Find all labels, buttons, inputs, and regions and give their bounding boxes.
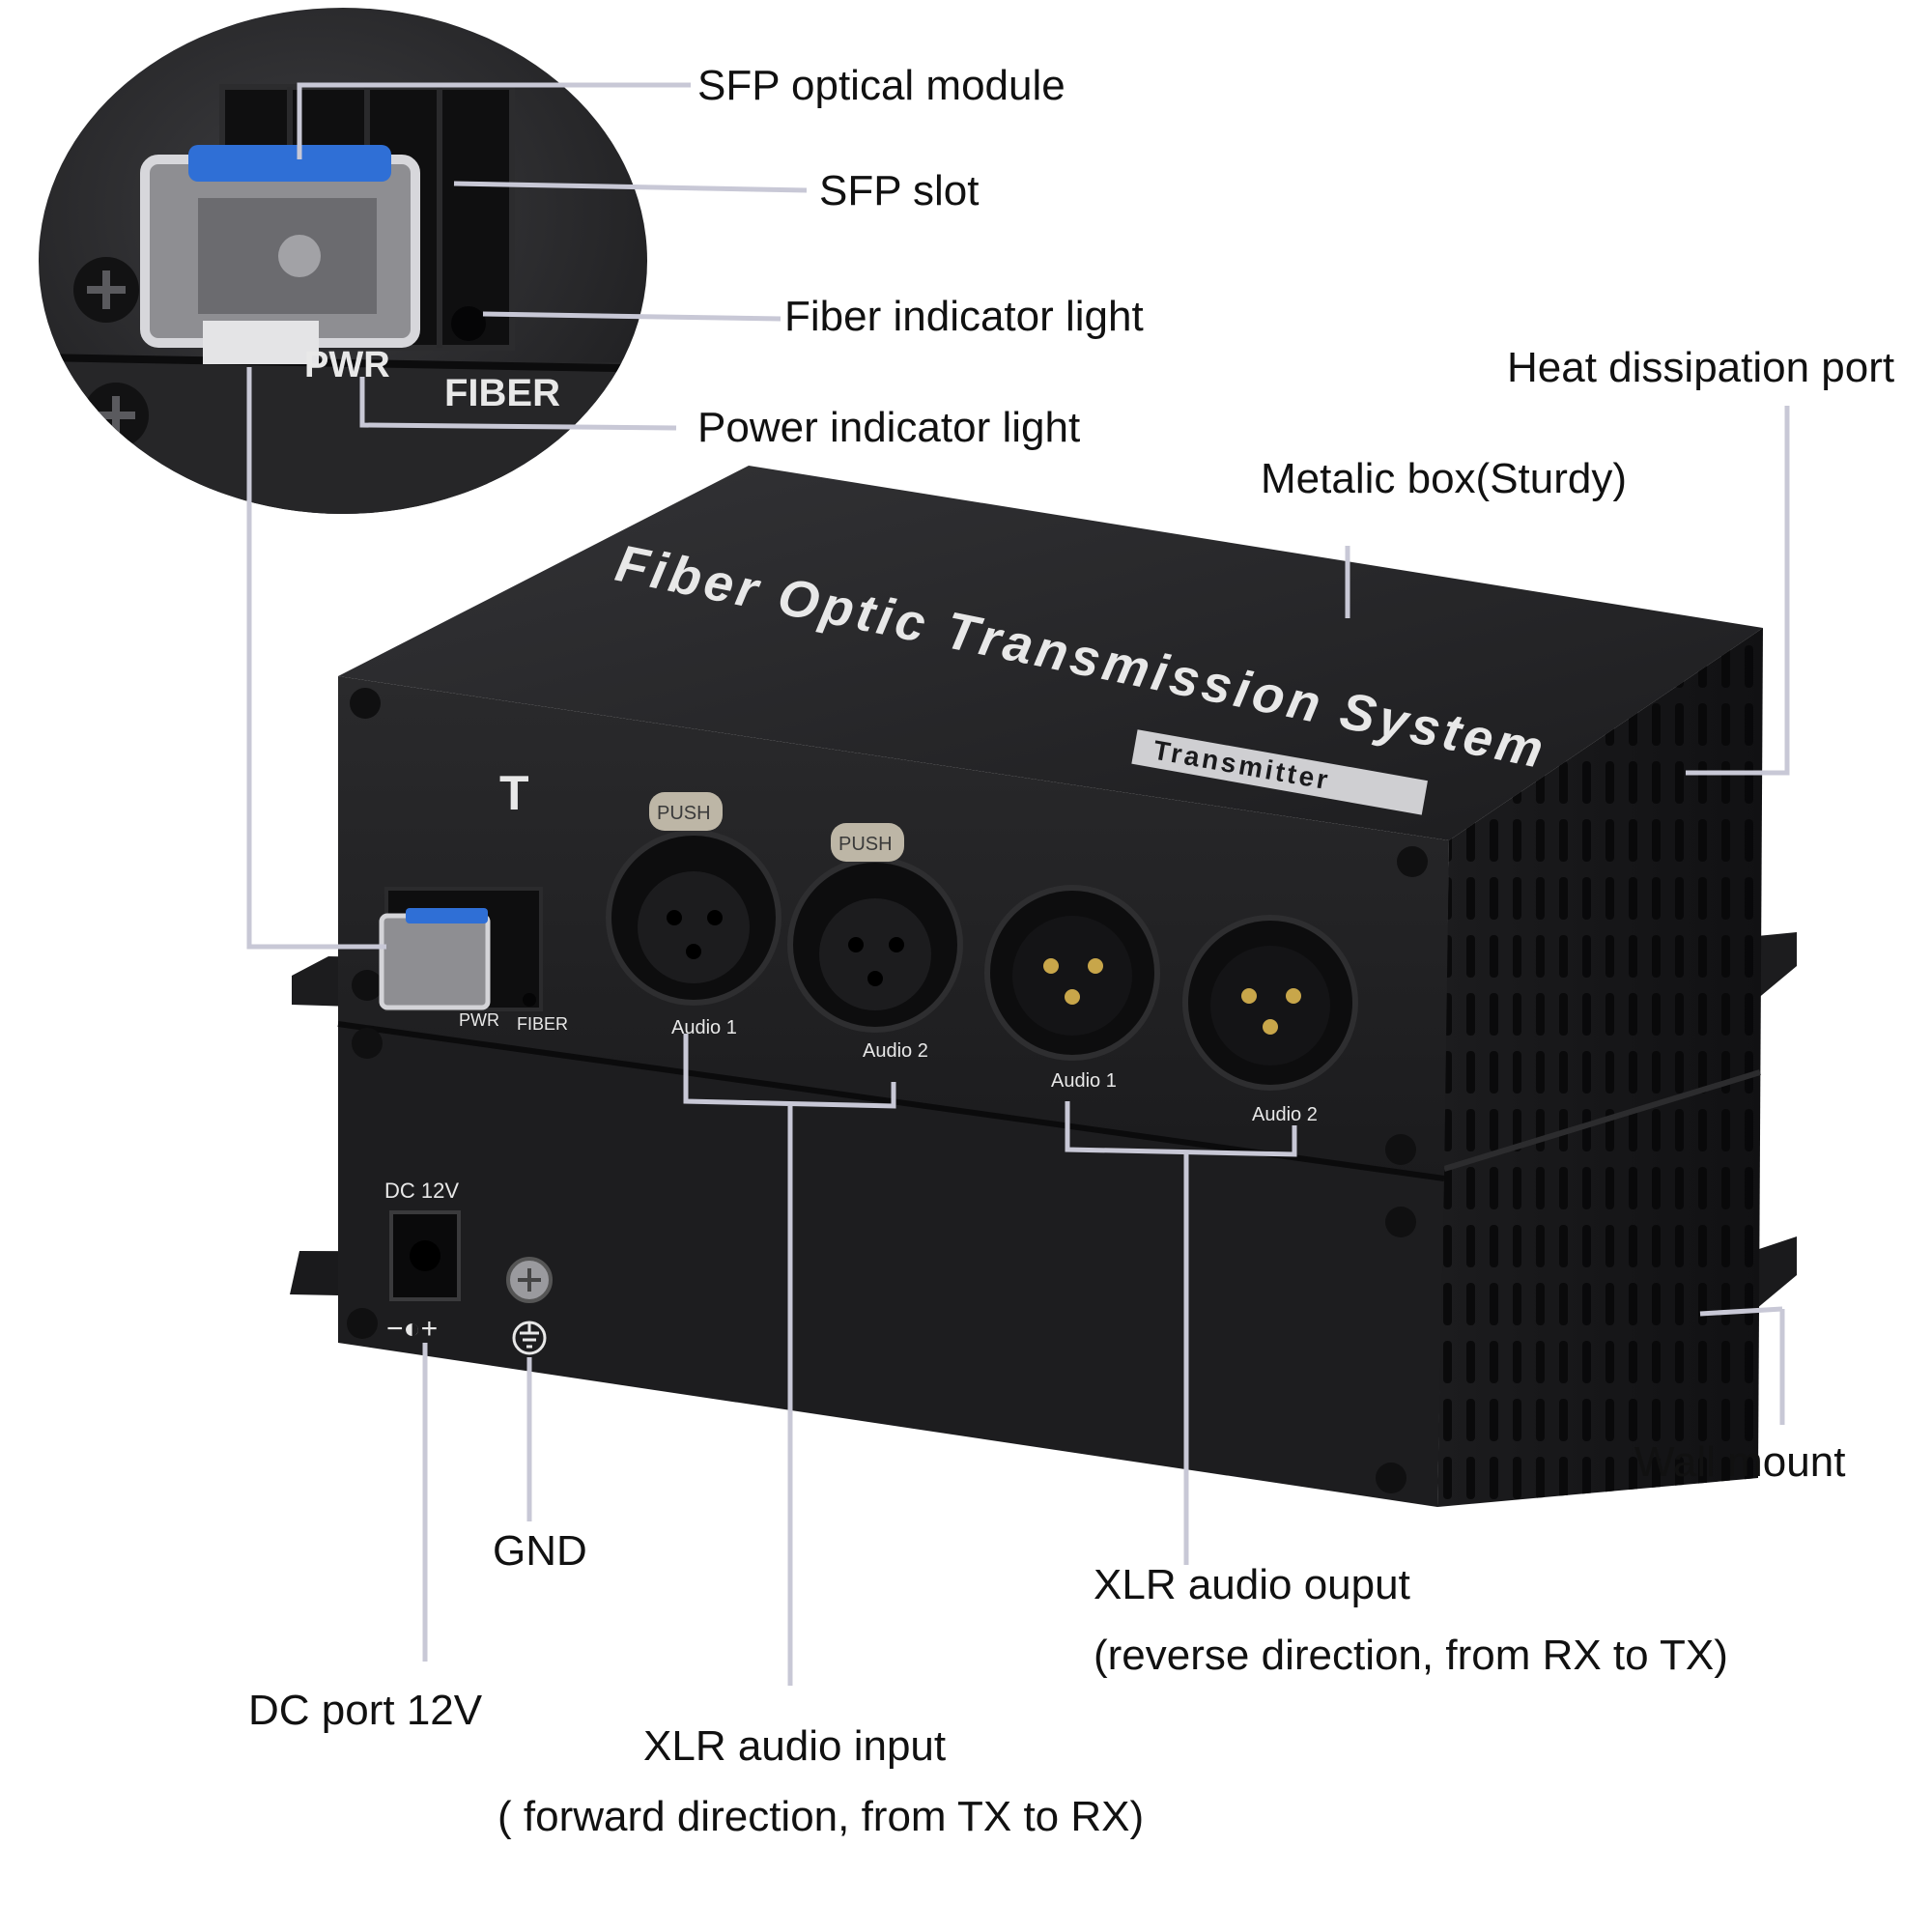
push-latch-label: PUSH (838, 834, 893, 855)
push-latch-label: PUSH (657, 803, 711, 824)
front-panel-lower (338, 1024, 1444, 1507)
fiber-audio-transmitter: Fiber Optic Transmission System Transmit… (290, 466, 1797, 1507)
callout-gnd: GND (493, 1527, 587, 1575)
xlr-input-audio-2: PUSH Audio 2 (787, 823, 963, 1062)
panel-fiber-mark: FIBER (517, 1014, 568, 1034)
screw-icon (83, 383, 149, 448)
transmitter-badge (1131, 729, 1428, 815)
inset-power-mark: PWR (304, 345, 390, 385)
device-top-surface (338, 466, 1763, 840)
callout-metal-box: Metalic box(Sturdy) (1261, 455, 1627, 502)
input-port-label: Audio 2 (863, 1040, 928, 1062)
callout-sfp-module: SFP optical module (697, 62, 1065, 109)
panel-letter: T (499, 766, 529, 820)
callout-fiber-light: Fiber indicator light (784, 293, 1144, 340)
xlr-output-audio-1: Audio 1 (984, 885, 1160, 1092)
callout-dc-port: DC port 12V (248, 1687, 483, 1734)
dc-power-jack (389, 1210, 461, 1301)
panel-power-mark: PWR (459, 1010, 499, 1030)
callout-sfp-slot: SFP slot (819, 167, 979, 214)
input-port-label: Audio 1 (671, 1017, 737, 1038)
callout-labels: SFP optical module SFP slot Fiber indica… (248, 62, 1894, 1840)
screw-icon (73, 257, 139, 323)
polarity-mark: −◐+ (386, 1313, 438, 1345)
callout-power-light: Power indicator light (697, 404, 1080, 451)
inset-fiber-mark: FIBER (444, 372, 560, 414)
sfp-closeup-inset: FIBER PWR (39, 8, 647, 514)
callout-wall-mount: Wall mount (1634, 1438, 1845, 1486)
panel-screws (347, 688, 1428, 1493)
callout-xlr-input-title: XLR audio input (643, 1722, 946, 1770)
ground-icon (512, 1321, 547, 1355)
leader-lines (246, 82, 1790, 1686)
callout-xlr-output-title: XLR audio ouput (1094, 1561, 1410, 1608)
sfp-module (140, 145, 420, 364)
xlr-output-audio-2: Audio 2 (1182, 915, 1358, 1125)
callout-xlr-input-direction: ( forward direction, from TX to RX) (497, 1793, 1144, 1840)
callout-xlr-output-direction: (reverse direction, from RX to TX) (1094, 1632, 1728, 1679)
fiber-indicator-light (451, 306, 486, 341)
output-port-label: Audio 1 (1051, 1070, 1117, 1092)
sfp-slot (379, 887, 543, 1011)
fiber-indicator-light (523, 993, 536, 1007)
ground-terminal (506, 1257, 553, 1303)
output-port-label: Audio 2 (1252, 1104, 1318, 1125)
dc-port-label: DC 12V (384, 1179, 459, 1203)
callout-heat-port: Heat dissipation port (1507, 344, 1894, 391)
xlr-input-audio-1: PUSH Audio 1 (606, 792, 781, 1038)
